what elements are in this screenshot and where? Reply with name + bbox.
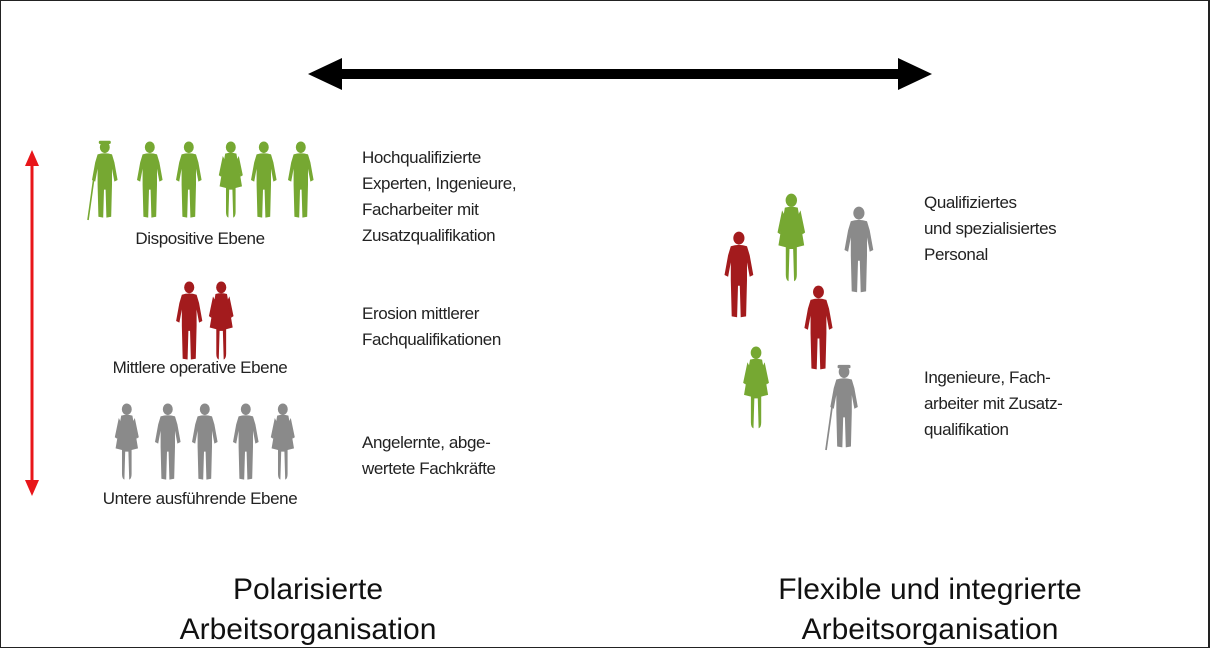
level-label-operative: Mittlere operative Ebene xyxy=(112,358,288,377)
person-figure-green xyxy=(743,346,769,429)
horizontal-double-arrow xyxy=(308,58,932,90)
description-line: und spezialisiertes xyxy=(924,219,1057,238)
person-figure-green xyxy=(218,141,243,218)
person-figure-gray xyxy=(191,403,218,480)
person-figure-gray xyxy=(154,403,181,480)
description-line: qualifikation xyxy=(924,420,1009,439)
description-line: Experten, Ingenieure, xyxy=(362,174,517,193)
person-figure-gray xyxy=(844,206,874,293)
description-line: Qualifiziertes xyxy=(924,193,1017,212)
level-label-dispositive: Dispositive Ebene xyxy=(135,229,265,248)
description-line: Fachqualifikationen xyxy=(362,330,501,349)
title-line: Arbeitsorganisation xyxy=(801,613,1059,646)
description-line: wertete Fachkräfte xyxy=(362,459,496,478)
person-figure-green xyxy=(777,193,806,282)
person-figure-red xyxy=(208,281,234,360)
level-label-executive: Untere ausführende Ebene xyxy=(102,489,298,508)
person-figure-green xyxy=(175,141,202,218)
description-qualified-personnel: Qualifiziertes und spezialisiertes Perso… xyxy=(924,190,1057,268)
title-line: Polarisierte xyxy=(232,573,384,606)
person-figure-gray xyxy=(270,403,295,480)
description-engineers: Ingenieure, Fach- arbeiter mit Zusatz- q… xyxy=(924,365,1063,443)
description-line: Facharbeiter mit xyxy=(362,200,479,219)
description-line: Ingenieure, Fach- xyxy=(924,368,1051,387)
description-line: Zusatzqualifikation xyxy=(362,226,496,245)
person-figure-green xyxy=(87,140,118,221)
person-figure-green xyxy=(287,141,314,218)
title-flexible: Flexible und integrierte Arbeitsorganisa… xyxy=(740,570,1120,650)
person-figure-gray xyxy=(232,403,259,480)
person-figure-green xyxy=(250,141,277,218)
title-line: Flexible und integrierte xyxy=(778,573,1082,606)
person-figure-red xyxy=(724,231,754,318)
person-figure-red xyxy=(176,281,203,360)
description-line: arbeiter mit Zusatz- xyxy=(924,394,1063,413)
person-figure-gray xyxy=(114,403,139,480)
description-line: Hochqualifizierte xyxy=(362,148,481,167)
title-polarized: Polarisierte Arbeitsorganisation xyxy=(158,570,458,650)
description-operative: Erosion mittlerer Fachqualifikationen xyxy=(362,301,501,353)
person-figure-gray xyxy=(825,364,858,451)
description-executive: Angelernte, abge- wertete Fachkräfte xyxy=(362,430,496,482)
title-line: Arbeitsorganisation xyxy=(179,613,437,646)
description-line: Erosion mittlerer xyxy=(362,304,479,323)
person-figure-green xyxy=(136,141,163,218)
description-dispositive: Hochqualifizierte Experten, Ingenieure, … xyxy=(362,145,517,249)
description-line: Personal xyxy=(924,245,988,264)
vertical-double-arrow xyxy=(25,150,39,496)
person-figure-red xyxy=(804,285,833,370)
description-line: Angelernte, abge- xyxy=(362,433,491,452)
